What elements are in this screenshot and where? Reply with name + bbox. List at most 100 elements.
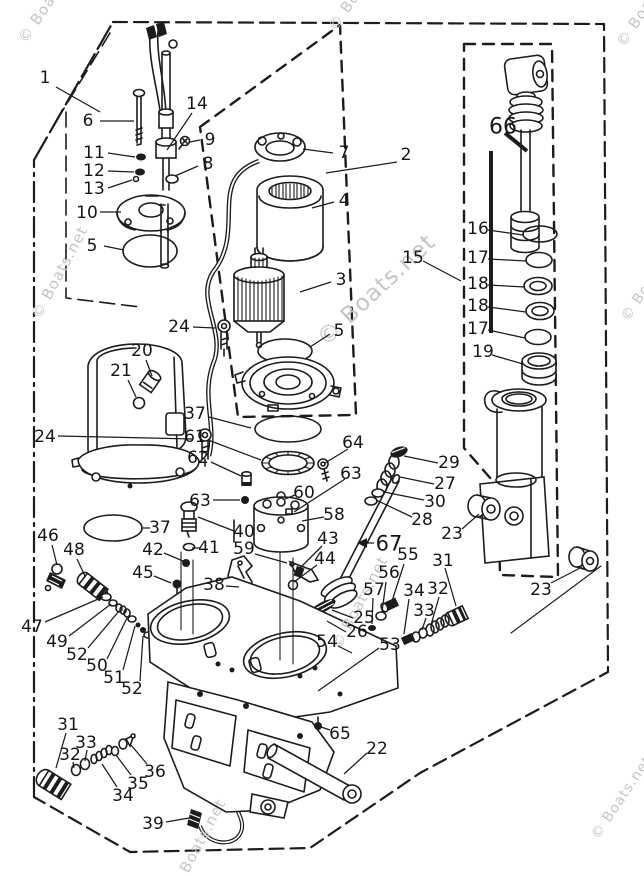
part-label-5: 5 <box>334 321 345 341</box>
leader-line-15 <box>422 260 462 282</box>
part-label-18: 18 <box>467 296 489 316</box>
part-label-63: 63 <box>340 464 362 484</box>
leader-line-42 <box>163 552 184 562</box>
leader-line-60 <box>284 494 296 500</box>
leader-line-57 <box>371 597 374 625</box>
bolt-43 <box>293 565 305 579</box>
watermark-text: © Boats.net <box>28 223 92 322</box>
part-label-31: 31 <box>57 715 79 735</box>
part-label-26: 26 <box>346 622 368 642</box>
leader-line-23 <box>461 513 480 530</box>
part-label-52: 52 <box>121 679 143 699</box>
leader-line-33 <box>421 617 427 631</box>
part-label-27: 27 <box>434 474 456 494</box>
leader-line-62 <box>210 461 242 477</box>
leader-line-14 <box>166 112 193 151</box>
seal-17a <box>525 251 553 269</box>
leader-line-11 <box>107 152 136 158</box>
leader-line-48 <box>76 558 86 577</box>
unit-outline-1 <box>62 32 141 308</box>
part-label-14: 14 <box>186 94 208 114</box>
bushing-23b <box>568 546 599 572</box>
washer-13 <box>132 175 140 183</box>
part-label-16: 16 <box>467 219 489 239</box>
leader-line-65 <box>320 726 331 731</box>
tilt-rod-67 <box>320 473 401 609</box>
valve-parts-31-34-center <box>411 604 470 643</box>
part-label-20: 20 <box>131 341 153 361</box>
leader-line-1 <box>55 86 101 113</box>
part-label-56: 56 <box>378 563 400 583</box>
leader-line-4 <box>311 201 335 209</box>
armature-3 <box>233 247 285 349</box>
leader-line-34 <box>101 763 118 788</box>
part-label-46: 46 <box>37 526 59 546</box>
part-label-43: 43 <box>317 529 339 549</box>
release-screw-40 <box>180 501 198 538</box>
part-label-54: 54 <box>316 632 338 652</box>
leader-line-20 <box>145 359 153 377</box>
part-label-49: 49 <box>46 632 68 652</box>
brush-cap-7 <box>254 132 306 162</box>
part-label-15: 15 <box>402 248 424 268</box>
leader-line-5 <box>309 333 331 348</box>
part-label-63: 63 <box>189 491 211 511</box>
lower-body-casting <box>163 680 335 819</box>
part-label-39: 39 <box>142 814 164 834</box>
leader-line-29 <box>403 455 439 464</box>
leader-line-9 <box>189 139 201 143</box>
part-label-24: 24 <box>168 317 190 337</box>
outer-dashed-border <box>32 20 610 854</box>
leader-line-12 <box>107 170 135 173</box>
part-label-23: 23 <box>441 524 463 544</box>
leader-line-43 <box>298 545 323 570</box>
leader-line-44 <box>293 564 318 583</box>
part-label-23: 23 <box>530 580 552 600</box>
leader-line-17 <box>487 258 527 262</box>
part-label-3: 3 <box>336 270 347 290</box>
part-label-58: 58 <box>323 505 345 525</box>
leader-line-45 <box>153 575 172 584</box>
part-label-1: 1 <box>40 68 51 88</box>
spring-set-29-27-30-28 <box>364 446 408 506</box>
part-label-19: 19 <box>472 342 494 362</box>
leader-line-35 <box>115 754 132 776</box>
ring-21 <box>132 396 146 410</box>
watermark-text: © Boats.net <box>618 235 644 324</box>
leader-line-33 <box>84 749 88 762</box>
part-label-31: 31 <box>432 551 454 571</box>
leader-line-47 <box>44 596 104 623</box>
part-label-30: 30 <box>424 492 446 512</box>
leader-line-28 <box>375 499 413 518</box>
leader-line-46 <box>51 544 58 566</box>
screw-9 <box>178 135 191 150</box>
cylinder-body <box>479 388 550 564</box>
leader-line-61 <box>207 439 262 461</box>
leader-line-5 <box>103 245 125 251</box>
leader-line-36 <box>130 744 148 765</box>
part-label-10: 10 <box>76 203 98 223</box>
part-label-13: 13 <box>83 179 105 199</box>
part-label-44: 44 <box>314 549 336 569</box>
washer-11 <box>136 153 146 161</box>
leader-line-38 <box>225 585 240 588</box>
part-label-21: 21 <box>110 361 132 381</box>
part-label-25: 25 <box>353 608 375 628</box>
part-label-53: 53 <box>379 635 401 655</box>
watermark-text: © Boats.net <box>324 0 396 34</box>
leader-line-27 <box>399 476 435 485</box>
seal-16 <box>522 225 558 243</box>
leader-line-34 <box>403 598 410 635</box>
fitting-20 <box>138 369 162 394</box>
leader-line-50 <box>106 617 128 660</box>
stator-housing-4 <box>256 175 324 262</box>
elbow-46 <box>44 563 66 592</box>
part-label-4: 4 <box>339 191 350 211</box>
part-label-9: 9 <box>205 130 216 150</box>
part-label-2: 2 <box>401 145 412 165</box>
valve-parts-47-52 <box>100 592 153 639</box>
leader-line-19 <box>491 354 524 365</box>
washer-8 <box>165 174 179 184</box>
oil-tank <box>71 343 200 489</box>
part-label-55: 55 <box>397 545 419 565</box>
